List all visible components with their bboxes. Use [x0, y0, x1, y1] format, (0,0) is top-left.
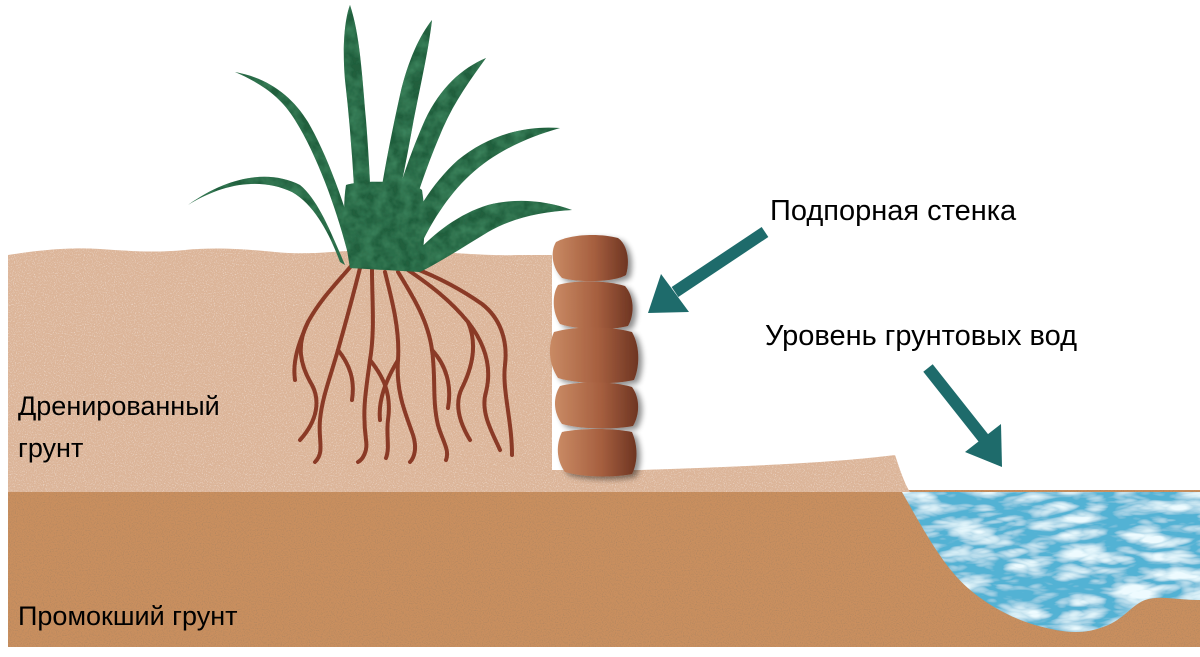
arrow-retaining-wall: [648, 227, 769, 313]
stone-1: [552, 234, 628, 282]
label-drained-soil-line2: грунт: [18, 433, 83, 463]
label-retaining-wall: Подпорная стенка: [770, 195, 1017, 227]
stone-5: [557, 429, 637, 477]
label-saturated-soil: Промокший грунт: [18, 601, 238, 631]
drained-soil-layer: [8, 248, 910, 492]
arrow-groundwater: [923, 364, 1002, 467]
saturated-soil-layer: [8, 490, 1200, 647]
groundwater-water: [902, 492, 1200, 632]
stone-2: [553, 281, 633, 330]
stone-4: [554, 382, 639, 429]
retaining-wall-stones: [549, 234, 639, 477]
label-groundwater-level: Уровень грунтовых вод: [765, 320, 1077, 352]
plant-leaves: [188, 5, 572, 272]
stone-3: [549, 327, 639, 384]
label-drained-soil-line1: Дренированный: [18, 391, 220, 421]
plant-roots: [292, 263, 514, 464]
